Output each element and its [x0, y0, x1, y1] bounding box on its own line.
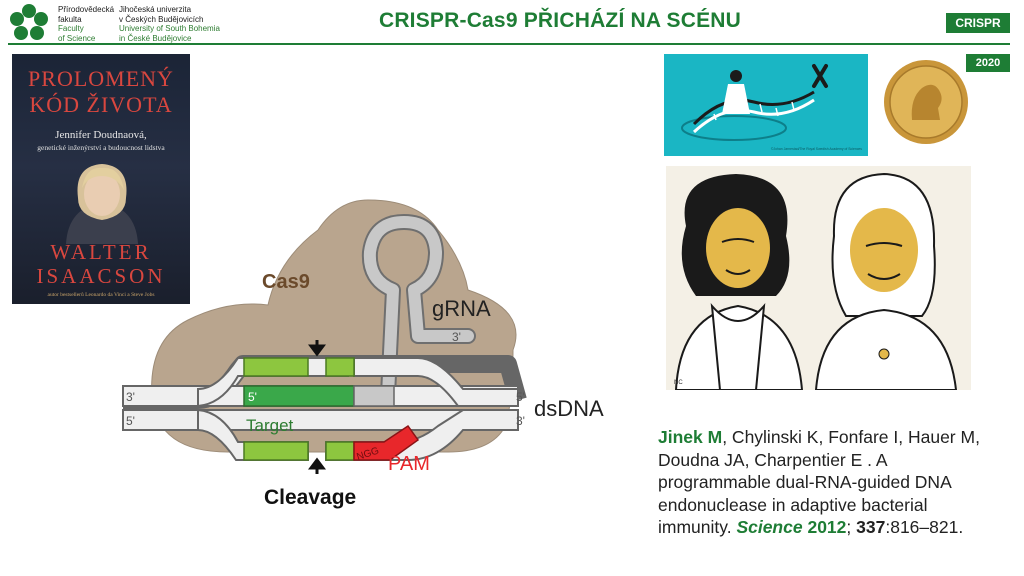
- target-block-top-right: [325, 357, 355, 377]
- top-strand-left-end: 3': [126, 390, 135, 404]
- university-name-en: University of South Bohemia in České Bud…: [119, 24, 220, 43]
- book-portrait-image: [66, 164, 138, 244]
- target-block-top-left: [243, 357, 309, 377]
- grna-3prime-label: 3': [452, 330, 461, 344]
- citation-first-author: Jinek M: [658, 427, 723, 447]
- slide-title: CRISPR-Cas9 PŘICHÁZÍ NA SCÉNU: [378, 9, 742, 32]
- faculty-en-line-2: of Science: [58, 33, 96, 43]
- nobel-medal-icon: [884, 60, 968, 144]
- citation-journal: Science: [736, 517, 803, 537]
- pam-label: PAM: [388, 453, 430, 475]
- book-author-first: WALTER: [50, 240, 152, 264]
- book-subtitle: genetické inženýrství a budoucnost lidst…: [37, 143, 165, 152]
- university-flower-logo-icon: [10, 4, 48, 40]
- target-label: Target: [246, 416, 294, 435]
- portrait-mark: NC: [674, 380, 683, 386]
- bottom-strand-right-end: 3': [516, 414, 525, 428]
- book-title-line-1: PROLOMENÝ: [28, 66, 174, 91]
- grna-label: gRNA: [432, 296, 491, 321]
- citation-authors: , Chylinski K, Fonfare I, Hauer M, Doudn…: [658, 427, 980, 537]
- nobel-credit: ©Johan Jarnestad/The Royal Swedish Acade…: [771, 147, 862, 151]
- book-title-line-2: KÓD ŽIVOTA: [29, 92, 173, 117]
- citation-separator: ;: [846, 517, 857, 537]
- top-strand-right-end: 5': [516, 390, 525, 404]
- citation-pages: :816–821.: [885, 517, 964, 537]
- citation-year: 2012: [807, 517, 847, 537]
- faculty-cz-line-1: Přírodovědecká: [58, 5, 115, 14]
- cas9-label: Cas9: [262, 271, 310, 293]
- faculty-en-line-1: Faculty: [58, 24, 84, 33]
- pam-block: [353, 424, 420, 461]
- faculty-cz-line-2: fakulta: [58, 14, 82, 24]
- bottom-strand-left-end: 5': [126, 414, 135, 428]
- citation: Jinek M, Chylinski K, Fonfare I, Hauer M…: [658, 426, 1003, 539]
- guide-5prime-label: 5': [248, 390, 257, 404]
- guide-rna-spacer: [243, 385, 355, 407]
- university-en-line-2: in České Budějovice: [119, 33, 192, 43]
- university-en-line-1: University of South Bohemia: [119, 24, 220, 33]
- citation-volume: 337: [856, 517, 886, 537]
- target-block-bottom-right: [325, 441, 355, 461]
- university-name-cz: Jihočeská univerzita v Českých Budějovic…: [119, 5, 203, 24]
- laureates-portrait-image: NC: [666, 166, 971, 390]
- faculty-name-cz: Přírodovědecká fakulta: [58, 5, 114, 24]
- university-cz-line-1: Jihočeská univerzita: [119, 5, 192, 14]
- topic-tag: CRISPR: [946, 13, 1010, 33]
- book-subject: Jennifer Doudnaová,: [55, 129, 147, 141]
- cleavage-label: Cleavage: [264, 486, 356, 509]
- book-author-last: ISAACSON: [36, 264, 166, 288]
- target-block-bottom-left: [243, 441, 309, 461]
- year-badge: 2020: [966, 54, 1010, 72]
- university-cz-line-2: v Českých Budějovicích: [119, 14, 204, 24]
- nobel-illustration: ©Johan Jarnestad/The Royal Swedish Acade…: [664, 54, 868, 156]
- faculty-name-en: Faculty of Science: [58, 24, 95, 43]
- cleavage-arrow-bottom-icon: [308, 457, 326, 474]
- book-tagline: autor bestsellerů Leonardo da Vinci a St…: [47, 292, 155, 298]
- cleavage-arrow-top-icon: [308, 340, 326, 357]
- dsdna-label: dsDNA: [534, 396, 604, 421]
- book-cover: PROLOMENÝ KÓD ŽIVOTA Jennifer Doudnaová,…: [12, 54, 190, 304]
- cas9-mechanism-diagram: Cas9 gRNA 3' 3' 5' 5' 3' 5' dsDNA Target…: [122, 199, 604, 509]
- header-divider: [8, 43, 1010, 45]
